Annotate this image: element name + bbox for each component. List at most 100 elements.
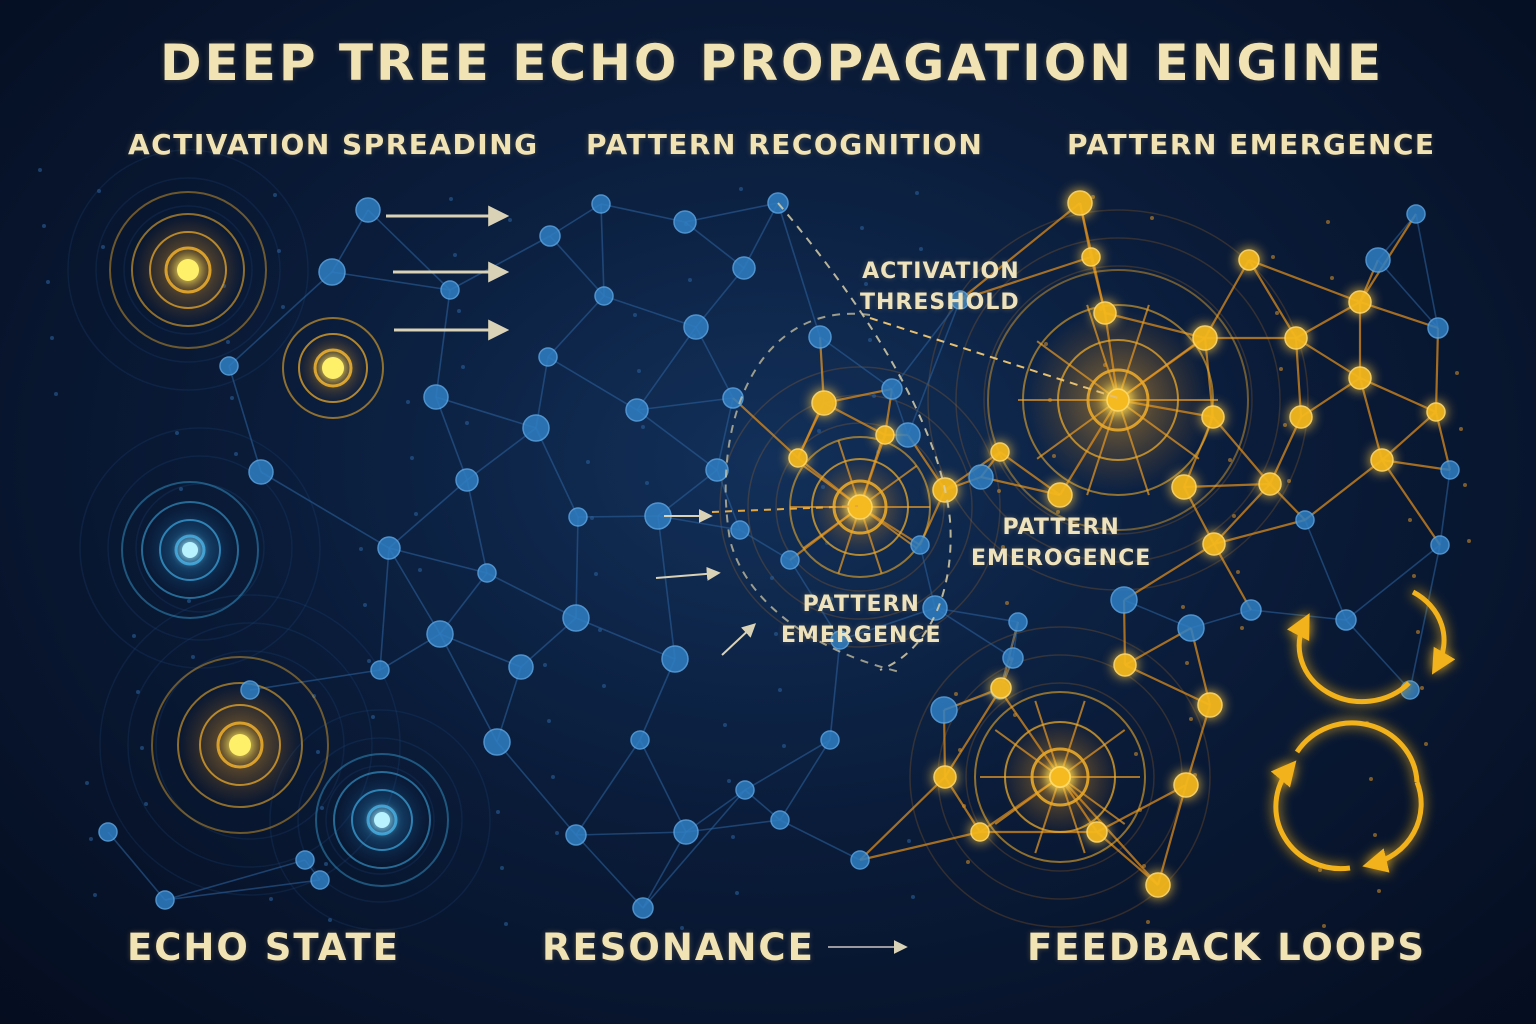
ambient-dot bbox=[551, 775, 555, 779]
threshold-link bbox=[869, 317, 1119, 399]
active-node bbox=[1145, 872, 1171, 898]
ambient-dot bbox=[919, 247, 923, 251]
network-edge bbox=[1213, 518, 1306, 546]
ambient-dot bbox=[500, 866, 504, 870]
node-ring bbox=[987, 269, 1249, 531]
network-node bbox=[1008, 612, 1028, 632]
cycle-arrows-icon bbox=[1270, 720, 1424, 873]
network-edge bbox=[1294, 337, 1303, 418]
section-heading-pattern-recognition: PATTERN RECOGNITION bbox=[586, 128, 984, 161]
network-edge bbox=[466, 479, 488, 574]
ambient-dot bbox=[136, 690, 140, 694]
active-node bbox=[933, 765, 957, 789]
ambient-dot bbox=[680, 926, 684, 930]
node-ring bbox=[1086, 368, 1150, 432]
node-ring bbox=[1022, 304, 1214, 496]
network-edge bbox=[1359, 376, 1437, 414]
ambient-ring bbox=[965, 682, 1155, 872]
node-ring bbox=[1004, 721, 1116, 833]
network-edge bbox=[1096, 784, 1187, 833]
node-ring bbox=[974, 691, 1146, 863]
network-edge bbox=[684, 221, 745, 269]
network-edge bbox=[779, 819, 861, 861]
ambient-dot bbox=[735, 891, 739, 895]
network-nodes bbox=[98, 190, 1460, 919]
ambient-dot bbox=[140, 746, 144, 750]
network-edge bbox=[907, 299, 961, 436]
network-edge bbox=[743, 202, 779, 269]
network-edge bbox=[657, 515, 676, 660]
network-edge bbox=[1409, 544, 1441, 691]
network-edge bbox=[839, 607, 936, 641]
ambient-dot bbox=[359, 547, 363, 551]
node-ring bbox=[164, 246, 212, 294]
annotation-line: PATTERN bbox=[802, 592, 920, 617]
ambient-dot bbox=[997, 489, 1001, 493]
network-node bbox=[522, 414, 550, 442]
annotation-pattern-emerogence: PATTERN EMEROGENCE bbox=[971, 512, 1151, 574]
ambient-dot bbox=[1326, 220, 1330, 224]
bottom-label-feedback-loops: FEEDBACK LOOPS bbox=[1027, 926, 1427, 969]
ambient-ring bbox=[99, 594, 401, 896]
network-edge bbox=[944, 689, 1001, 778]
annotation-line: PATTERN bbox=[1002, 515, 1120, 540]
active-node bbox=[1370, 448, 1394, 472]
pattern-emergence-boundary bbox=[724, 312, 901, 673]
active-node bbox=[788, 448, 808, 468]
network-node bbox=[98, 822, 118, 842]
network-node bbox=[881, 378, 903, 400]
network-edge bbox=[439, 633, 522, 668]
network-edge bbox=[829, 639, 841, 741]
ambient-dot bbox=[46, 280, 50, 284]
ambient-dot bbox=[1373, 833, 1377, 837]
network-node bbox=[240, 680, 260, 700]
network-edge bbox=[636, 397, 734, 411]
ambient-dot bbox=[461, 365, 465, 369]
ambient-dot bbox=[1416, 630, 1420, 634]
network-node bbox=[661, 645, 689, 673]
ambient-dot bbox=[1412, 574, 1416, 578]
ambient-ring bbox=[297, 737, 463, 903]
ambient-dot bbox=[363, 603, 367, 607]
node-ring bbox=[151, 656, 329, 834]
ambient-dot bbox=[324, 862, 328, 866]
network-edge bbox=[1381, 411, 1437, 461]
ambient-dot bbox=[727, 779, 731, 783]
ambient-ring bbox=[955, 237, 1281, 563]
active-node bbox=[1284, 326, 1308, 350]
ambient-ring bbox=[123, 205, 253, 335]
ambient-dot bbox=[132, 634, 136, 638]
ambient-dot bbox=[1459, 427, 1463, 431]
network-node bbox=[730, 520, 750, 540]
network-edge bbox=[1248, 258, 1361, 304]
network-edge bbox=[1295, 301, 1361, 339]
network-edge bbox=[779, 739, 831, 821]
annotation-line: ACTIVATION bbox=[862, 259, 1020, 284]
network-node bbox=[248, 459, 274, 485]
network-node bbox=[1365, 247, 1391, 273]
ambient-dot bbox=[371, 715, 375, 719]
ambient-ring bbox=[79, 427, 321, 669]
ambient-dot bbox=[269, 897, 273, 901]
ambient-dot bbox=[1287, 479, 1291, 483]
network-node bbox=[568, 507, 588, 527]
active-node bbox=[811, 390, 837, 416]
ambient-dot bbox=[860, 226, 864, 230]
node-ring bbox=[149, 231, 227, 309]
network-edge bbox=[575, 617, 676, 660]
network-edge bbox=[1377, 259, 1439, 329]
ambient-dot bbox=[817, 429, 821, 433]
network-edge bbox=[1304, 459, 1383, 521]
node-ring bbox=[333, 771, 431, 869]
ambient-dot bbox=[723, 723, 727, 727]
network-edge bbox=[466, 427, 537, 481]
section-heading-activation-spreading: ACTIVATION SPREADING bbox=[128, 128, 539, 161]
ambient-dot bbox=[770, 576, 774, 580]
network-edge bbox=[575, 834, 644, 909]
network-node bbox=[1110, 586, 1138, 614]
network-node bbox=[1427, 317, 1449, 339]
node-ring bbox=[298, 333, 368, 403]
annotation-line: THRESHOLD bbox=[860, 290, 1020, 315]
network-node bbox=[850, 850, 870, 870]
network-edge bbox=[642, 789, 746, 909]
